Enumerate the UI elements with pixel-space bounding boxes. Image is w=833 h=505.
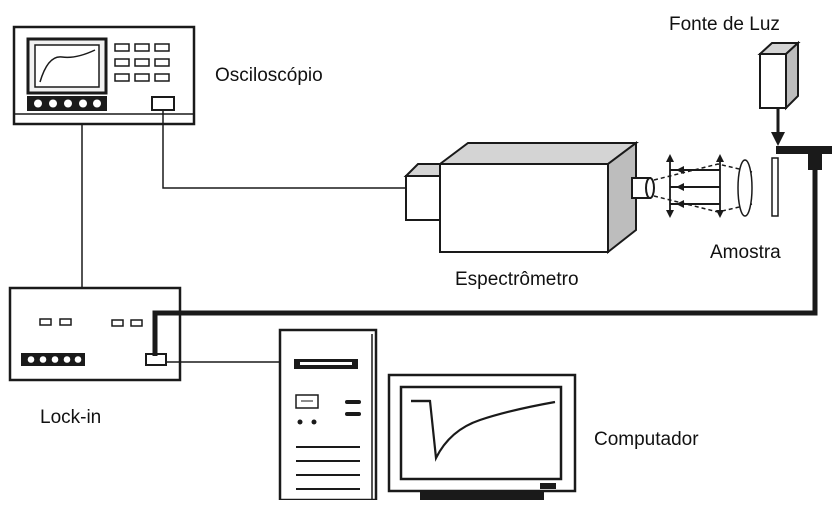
spectrometer-label: Espectrômetro <box>455 269 579 290</box>
light-source-label: Fonte de Luz <box>669 14 780 35</box>
optical-path <box>653 154 753 218</box>
monitor-icon <box>387 373 577 500</box>
oscilloscope-label: Osciloscópio <box>215 65 323 86</box>
sample-plate <box>771 157 779 217</box>
light-source-icon <box>757 40 832 170</box>
spectrometer-icon <box>403 141 655 255</box>
lockin-label: Lock-in <box>40 407 102 428</box>
computer-label: Computador <box>594 429 699 450</box>
lens-icon <box>737 159 753 217</box>
computer-tower-icon <box>278 328 378 502</box>
signal-cables <box>81 110 818 363</box>
oscilloscope-icon <box>12 25 196 126</box>
lockin-icon <box>8 286 182 382</box>
sample-label: Amostra <box>710 242 781 263</box>
